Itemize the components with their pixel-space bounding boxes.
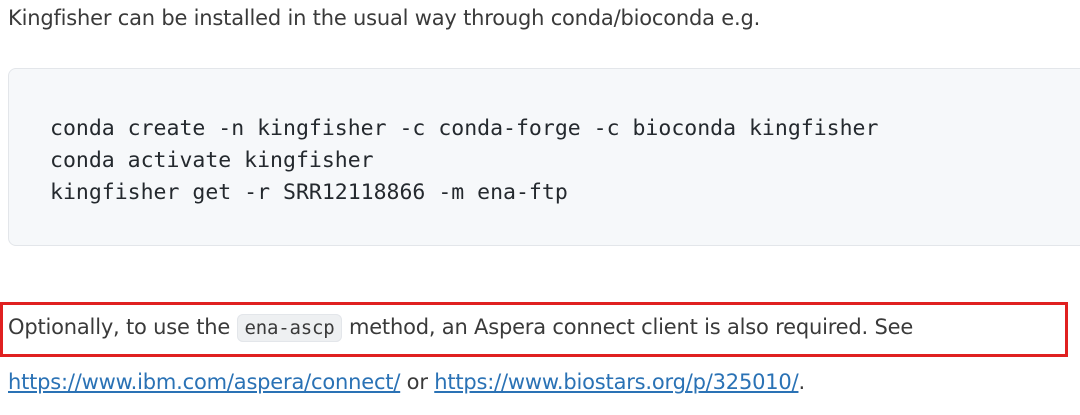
- code-block[interactable]: conda create -n kingfisher -c conda-forg…: [8, 68, 1080, 246]
- highlight-annotation-box: [0, 302, 1068, 357]
- aspera-note-paragraph: Optionally, to use the ena-ascp method, …: [8, 309, 913, 346]
- inline-code-ena-ascp: ena-ascp: [236, 314, 343, 342]
- biostars-link[interactable]: https://www.biostars.org/p/325010/: [434, 370, 799, 394]
- intro-paragraph: Kingfisher can be installed in the usual…: [8, 6, 761, 30]
- code-content: conda create -n kingfisher -c conda-forg…: [50, 113, 878, 209]
- links-end-punctuation: .: [798, 370, 805, 394]
- links-paragraph: https://www.ibm.com/aspera/connect/ or h…: [8, 364, 805, 400]
- code-line: kingfisher get -r SRR12118866 -m ena-ftp: [50, 180, 568, 205]
- code-line: conda activate kingfisher: [50, 148, 374, 173]
- note-prefix: Optionally, to use the: [8, 315, 237, 339]
- links-separator: or: [400, 370, 435, 394]
- note-suffix: method, an Aspera connect client is also…: [342, 315, 914, 339]
- ibm-aspera-connect-link[interactable]: https://www.ibm.com/aspera/connect/: [8, 370, 401, 394]
- code-line: conda create -n kingfisher -c conda-forg…: [50, 116, 879, 141]
